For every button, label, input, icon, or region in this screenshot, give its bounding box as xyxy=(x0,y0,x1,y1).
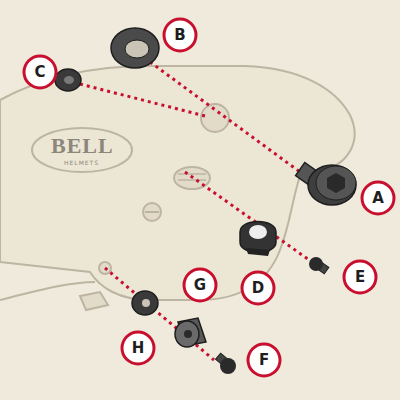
shell-outline xyxy=(0,66,355,300)
washer-h-hole xyxy=(142,299,150,307)
leader-b xyxy=(150,62,300,172)
callout-letter: E xyxy=(345,268,375,286)
washer-c-hole xyxy=(64,76,74,84)
screw-f xyxy=(216,353,236,374)
washer-h xyxy=(132,291,158,315)
screw-slot xyxy=(143,203,161,221)
part-d xyxy=(240,222,276,257)
logo-oval xyxy=(32,128,132,172)
brand-subtext: HELMETS xyxy=(64,159,99,166)
callout-letter: B xyxy=(165,26,195,44)
screw-e xyxy=(309,257,329,274)
callout-letter: C xyxy=(25,63,55,81)
washer-b xyxy=(111,28,159,68)
callout-letter: H xyxy=(123,339,153,357)
leader-d xyxy=(185,172,312,262)
leader-c xyxy=(80,84,205,116)
washer-c xyxy=(55,69,81,91)
leader-lines xyxy=(60,62,312,360)
callout-circles xyxy=(24,19,394,376)
brand-text: BELL xyxy=(51,135,114,157)
tab xyxy=(80,292,108,310)
screw-slot-line xyxy=(145,211,159,213)
washer-b-hole xyxy=(125,40,149,58)
callout-letter: F xyxy=(249,351,279,369)
callout-letter: D xyxy=(243,279,273,297)
callout-letter: G xyxy=(185,276,215,294)
screw-a xyxy=(296,163,356,205)
spacer-g xyxy=(175,318,206,347)
callout-letter: A xyxy=(363,189,393,207)
